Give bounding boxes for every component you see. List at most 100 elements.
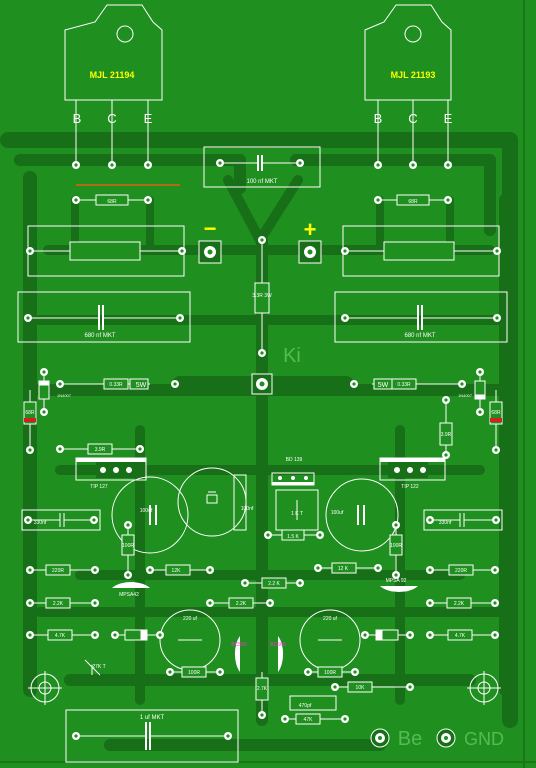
transistor-right bbox=[364, 4, 452, 165]
resistor-68r-vert-right bbox=[489, 390, 503, 450]
resistor-100r-bl bbox=[170, 666, 220, 678]
solder-pad-hole bbox=[178, 316, 182, 320]
cap-top-label: 100 nf MKT bbox=[246, 179, 277, 185]
resistor-12k-left-label: 12K bbox=[172, 568, 182, 574]
diode-small-left bbox=[115, 629, 160, 641]
solder-pad-hole bbox=[26, 518, 30, 522]
solder-pad-hole bbox=[168, 670, 172, 674]
trimmer-1k-label: 1 K T bbox=[291, 511, 303, 517]
mounting-hole-right bbox=[467, 671, 501, 705]
solder-pad-hole bbox=[394, 573, 398, 577]
tip122 bbox=[379, 457, 446, 481]
solder-pad-hole bbox=[376, 198, 380, 202]
solder-pad-hole bbox=[218, 161, 222, 165]
resistor-033-left-label: 0.33R bbox=[109, 382, 123, 388]
solder-pad-hole bbox=[298, 581, 302, 585]
solder-pad-hole bbox=[408, 633, 412, 637]
resistor-220r-left-label: 220R bbox=[52, 568, 64, 574]
resistor-68r-right bbox=[378, 194, 448, 206]
solder-pad-hole bbox=[353, 670, 357, 674]
solder-pad-hole bbox=[58, 447, 62, 451]
resistor-47k-left bbox=[30, 629, 95, 641]
resistor-100r-br-label: 100R bbox=[324, 670, 336, 676]
solder-pad-hole bbox=[180, 249, 184, 253]
pin-b-right: B bbox=[374, 111, 383, 126]
resistor-22k-mid-label: 2.2 K bbox=[268, 581, 280, 587]
resistor-39r-right bbox=[439, 400, 453, 455]
solder-pad-hole bbox=[428, 601, 432, 605]
cap-1uf-label: 1 uf MKT bbox=[140, 715, 165, 721]
resistor-68r-vert-right-label: 68R bbox=[491, 410, 501, 416]
solder-pad-hole bbox=[138, 447, 142, 451]
solder-pad-hole bbox=[376, 566, 380, 570]
solder-pad-hole bbox=[494, 448, 498, 452]
elco-100uf-left-label: 100uf bbox=[140, 508, 153, 514]
resistor-220r-right-label: 220R bbox=[455, 568, 467, 574]
output-pad bbox=[251, 373, 273, 395]
solder-pad-hole bbox=[218, 670, 222, 674]
tip127 bbox=[75, 457, 147, 481]
solder-pad-hole bbox=[260, 238, 264, 242]
mpsa92-label: MPSA 92 bbox=[386, 578, 407, 584]
resistor-100r-right-label: 100R bbox=[390, 543, 402, 549]
solder-pad-hole bbox=[408, 685, 412, 689]
solder-pad-hole bbox=[446, 163, 450, 167]
resistor-12k-left bbox=[150, 564, 210, 576]
rail-pads bbox=[198, 240, 322, 264]
solder-pad-hole bbox=[363, 633, 367, 637]
cap-470pf-label: 470pf bbox=[299, 703, 312, 709]
solder-pad-hole bbox=[74, 198, 78, 202]
resistor-47k-left-label: 4.7K bbox=[55, 633, 66, 639]
solder-pad-hole bbox=[208, 568, 212, 572]
cap-top-outline bbox=[203, 146, 321, 188]
solder-pad-hole bbox=[444, 398, 448, 402]
resistor-100r-left bbox=[121, 525, 135, 575]
solder-pad-hole bbox=[318, 533, 322, 537]
solder-pad-hole bbox=[316, 566, 320, 570]
solder-pad-hole bbox=[343, 249, 347, 253]
cap-330-right-label: 330nf bbox=[439, 520, 452, 526]
trimmer-27k bbox=[84, 659, 101, 676]
solder-pad-hole bbox=[42, 410, 46, 414]
resistor-22k-left bbox=[30, 597, 95, 609]
resistor-22k-right bbox=[430, 597, 495, 609]
resistor-22k-mid2-label: 2.2K bbox=[236, 601, 247, 607]
pin-e-left: E bbox=[144, 111, 153, 126]
solder-pad-hole bbox=[394, 523, 398, 527]
resistor-22k-left-label: 2.2K bbox=[53, 601, 64, 607]
resistor-10k bbox=[335, 681, 410, 693]
solder-pad-hole bbox=[376, 163, 380, 167]
cap-680-right-label: 680 nf MKT bbox=[404, 333, 435, 339]
solder-pad-hole bbox=[268, 601, 272, 605]
cap-330-right bbox=[423, 509, 503, 531]
resistor-22k-mid bbox=[245, 577, 300, 589]
resistor-47k-right bbox=[430, 629, 495, 641]
solder-pad-hole bbox=[446, 198, 450, 202]
solder-pad-hole bbox=[343, 316, 347, 320]
trimmer-27k-label: 27K T bbox=[92, 664, 105, 670]
resistor-39r-left-label: 3.9R bbox=[95, 447, 106, 453]
solder-pad-hole bbox=[298, 161, 302, 165]
resistor-39r-right-label: 3.9R bbox=[441, 432, 452, 438]
solder-pad-hole bbox=[493, 568, 497, 572]
solder-pad-hole bbox=[494, 518, 498, 522]
solder-pad-hole bbox=[478, 410, 482, 414]
resistor-47k-bot bbox=[285, 713, 345, 725]
transistor-left-label: MJL 21194 bbox=[90, 70, 135, 80]
solder-pad-hole bbox=[28, 633, 32, 637]
resistor-68r-left-label: 68R bbox=[107, 199, 117, 205]
solder-pad-hole bbox=[113, 633, 117, 637]
resistor-1k5-label: 1.5 K bbox=[287, 534, 299, 540]
solder-pad-hole bbox=[148, 568, 152, 572]
diode-small-right bbox=[365, 629, 410, 641]
solder-pad-hole bbox=[260, 351, 264, 355]
solder-pad-hole bbox=[460, 382, 464, 386]
bc560-body bbox=[278, 636, 284, 672]
solder-pads bbox=[24, 159, 501, 740]
solder-pad-hole bbox=[146, 198, 150, 202]
solder-pad-hole bbox=[28, 448, 32, 452]
solder-pad-hole bbox=[93, 568, 97, 572]
resistor-033-right-label: 0.33R bbox=[397, 382, 411, 388]
solder-pad-hole bbox=[444, 453, 448, 457]
resistor-100r-right bbox=[389, 525, 403, 575]
